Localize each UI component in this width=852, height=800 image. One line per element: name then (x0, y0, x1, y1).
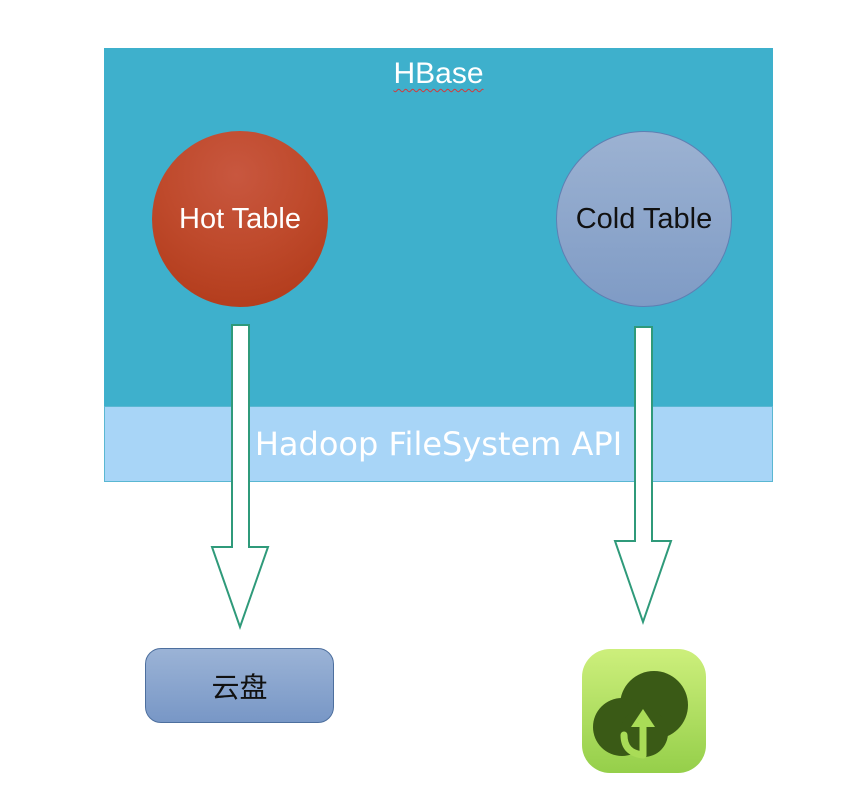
cloud-disk-node: 云盘 (145, 648, 334, 723)
hot-to-disk-arrow (210, 324, 270, 631)
cold-table-node: Cold Table (556, 131, 732, 307)
hadoop-api-label: Hadoop FileSystem API (254, 425, 623, 463)
hot-table-label: Hot Table (179, 202, 301, 235)
hadoop-api-bar (104, 406, 773, 482)
cold-to-cloud-arrow (613, 326, 673, 626)
cloud-upload-icon (580, 647, 708, 775)
hot-table-node: Hot Table (152, 131, 328, 307)
cloud-disk-label: 云盘 (211, 670, 268, 704)
cold-table-label: Cold Table (575, 202, 713, 235)
hbase-title: HBase (393, 57, 484, 90)
